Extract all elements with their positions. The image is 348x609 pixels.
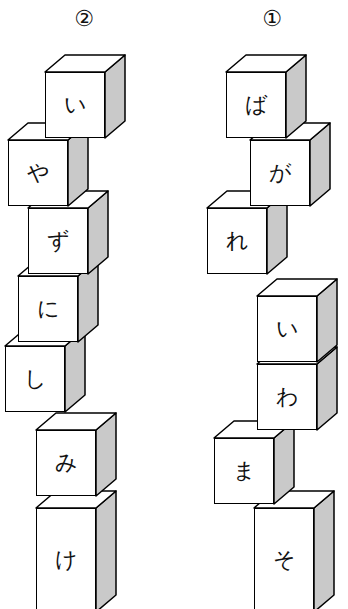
cube-front [257,364,317,430]
cube-face: い [45,72,105,138]
cube-front [36,508,96,609]
cube-face: し [5,346,65,412]
cube-character: ま [233,459,255,483]
cube-character: し [24,367,46,391]
cube-character: い [276,317,298,341]
cube-front [45,72,105,138]
cube-body [36,491,116,609]
cube-face: ま [214,438,274,504]
cube-face: い [257,296,317,362]
cube-front [5,346,65,412]
cube-face: や [8,140,68,206]
cube-character: や [27,161,49,185]
cube-character: ば [245,93,267,117]
cube-character: れ [226,229,248,253]
cube-top [36,413,116,430]
cube-top [45,55,125,72]
cube-front [36,430,96,496]
cube-front [250,140,310,206]
cube-character: に [37,297,59,321]
cube-face: け [36,508,96,609]
cube-side [96,491,116,609]
column-number: ② [74,6,94,31]
cube-face: に [18,276,78,342]
cube-character: わ [276,385,298,409]
cube-body [36,413,116,496]
cube-front [254,508,314,609]
cube-character: け [55,548,77,572]
cube-face: わ [257,364,317,430]
cube-front [226,72,286,138]
cube-face: そ [254,508,314,609]
cube-body [45,55,125,138]
cube-face: が [250,140,310,206]
cube-character: ず [47,229,69,253]
cube-character: が [269,161,291,185]
cube-face: み [36,430,96,496]
column-number: ① [262,6,282,31]
cube-front [214,438,274,504]
cube-body [214,421,294,504]
cube-face: ず [28,208,88,274]
cube-body [254,491,334,609]
cube-character: み [55,451,77,475]
cube-front [18,276,78,342]
cube-front [8,140,68,206]
cube-front [257,296,317,362]
cube-face: れ [207,208,267,274]
cube-top [226,55,306,72]
cube-body [226,55,306,138]
cube-body [257,279,337,362]
cube-face: ば [226,72,286,138]
cube-front [207,208,267,274]
cube-side [314,491,334,609]
cube-character: そ [273,548,295,572]
cube-character: い [64,93,86,117]
cube-front [28,208,88,274]
cube-top [257,279,337,296]
